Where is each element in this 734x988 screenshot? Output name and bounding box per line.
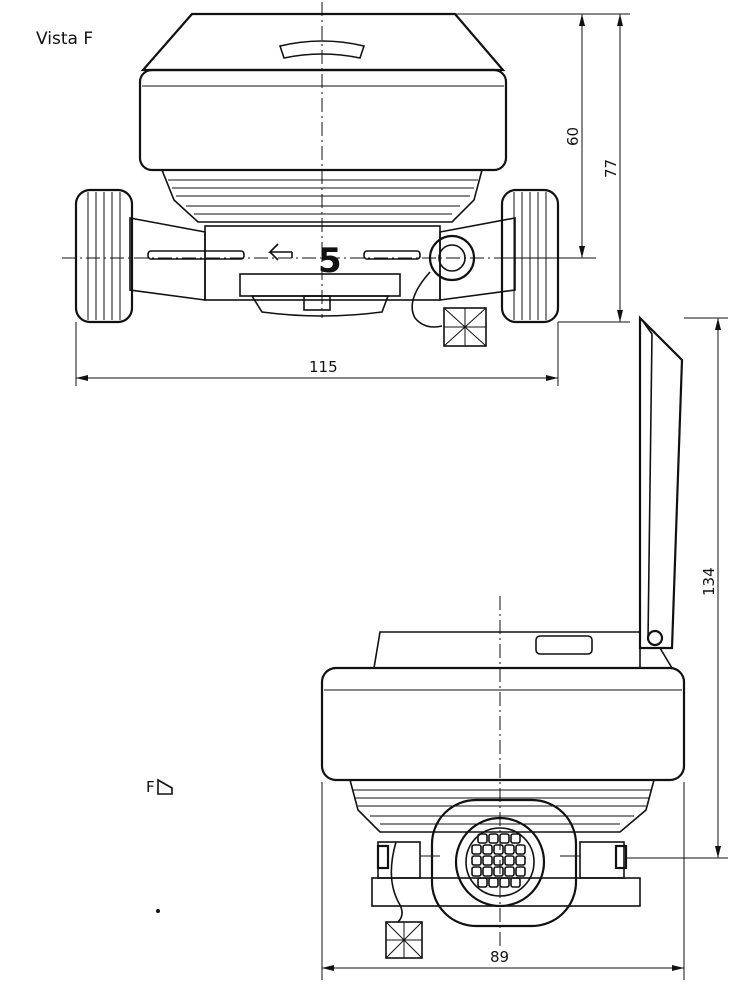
ribbed-ring: [160, 169, 484, 223]
flow-arrow-icon: [268, 243, 293, 261]
dim-lid-open-height: 134: [700, 567, 718, 596]
register-body: [138, 68, 508, 172]
lid-hinge: [646, 629, 664, 647]
view-direction-arrow-icon: [157, 778, 173, 795]
dim-top-total-height: 77: [602, 159, 620, 178]
thread-left: [74, 188, 134, 324]
sensor-boss: [428, 234, 476, 282]
side-base: [371, 877, 641, 907]
cap-handle: [278, 40, 366, 59]
register-cap: [140, 12, 506, 72]
pipe-bottom: [250, 295, 390, 317]
side-view: 134 89 F: [146, 315, 728, 980]
side-seal-cross-box-icon: [385, 921, 423, 959]
side-seal-wire: [390, 841, 403, 923]
view-title: Vista F: [36, 29, 93, 49]
side-body: [320, 666, 686, 782]
thread-right: [500, 188, 560, 324]
strainer-grid: [471, 833, 526, 888]
dial-digit: 5: [318, 241, 342, 281]
dim-top-body-height: 60: [564, 127, 582, 146]
slot-right: [363, 250, 421, 260]
view-marker: F: [146, 778, 155, 796]
top-view: Vista F 5: [36, 2, 630, 386]
seal-cross-box-icon: [443, 307, 487, 347]
pipe-right: [439, 217, 516, 301]
dim-top-width: 115: [309, 358, 338, 376]
pipe-end: [430, 798, 578, 928]
open-lid: [638, 315, 684, 650]
dim-bottom-width: 89: [490, 948, 509, 966]
register-plate: [373, 631, 641, 669]
side-ribbed-ring: [348, 779, 656, 833]
slot-left: [147, 250, 245, 260]
pipe-end-ring: [454, 816, 546, 908]
seal-wire: [411, 271, 443, 328]
